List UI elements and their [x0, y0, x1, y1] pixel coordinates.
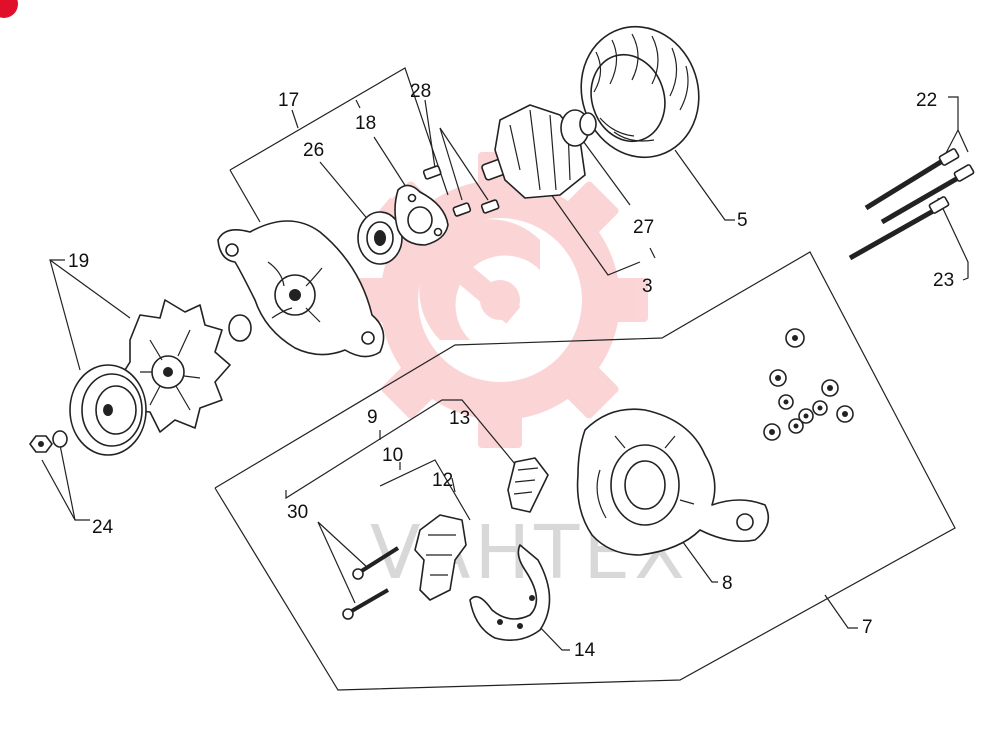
spacer-part — [228, 314, 252, 342]
screws-part — [422, 165, 500, 217]
callout-7: 7 — [862, 617, 873, 638]
callout-26: 26 — [303, 140, 324, 161]
nut-washer-part — [29, 430, 68, 453]
callout-labels: 17 26 18 28 27 3 5 22 23 19 24 9 13 10 1… — [68, 81, 954, 661]
callout-9: 9 — [367, 407, 378, 428]
callout-30: 30 — [287, 502, 308, 523]
callout-17: 17 — [278, 90, 299, 111]
callout-10: 10 — [382, 445, 403, 466]
callout-3: 3 — [642, 276, 653, 297]
callout-27: 27 — [633, 217, 654, 238]
leader-lines — [41, 67, 969, 691]
corner-badge-icon — [0, 0, 18, 18]
callout-23: 23 — [933, 270, 954, 291]
regulator-screws-part — [342, 546, 400, 620]
retainer-plate-part — [394, 184, 449, 246]
callout-8: 8 — [722, 573, 733, 594]
regulator-part — [414, 514, 467, 601]
pulley-part — [69, 364, 147, 456]
callout-22: 22 — [916, 90, 937, 111]
bearing-part — [357, 211, 403, 265]
through-bolts-part — [848, 148, 975, 261]
callout-19: 19 — [68, 251, 89, 272]
rear-housing-part — [576, 408, 770, 556]
callout-24: 24 — [92, 517, 114, 538]
callout-12: 12 — [432, 470, 453, 491]
rotor-part — [481, 104, 597, 199]
stator-part — [580, 25, 700, 159]
front-housing-part — [217, 220, 385, 358]
callout-13: 13 — [449, 408, 470, 429]
brush-holder-part — [507, 457, 549, 513]
callout-14: 14 — [574, 640, 596, 661]
terminal-nuts-part — [763, 328, 854, 441]
rectifier-part — [469, 544, 551, 641]
callout-18: 18 — [355, 113, 376, 134]
callout-28: 28 — [410, 81, 431, 102]
callout-5: 5 — [737, 210, 748, 231]
